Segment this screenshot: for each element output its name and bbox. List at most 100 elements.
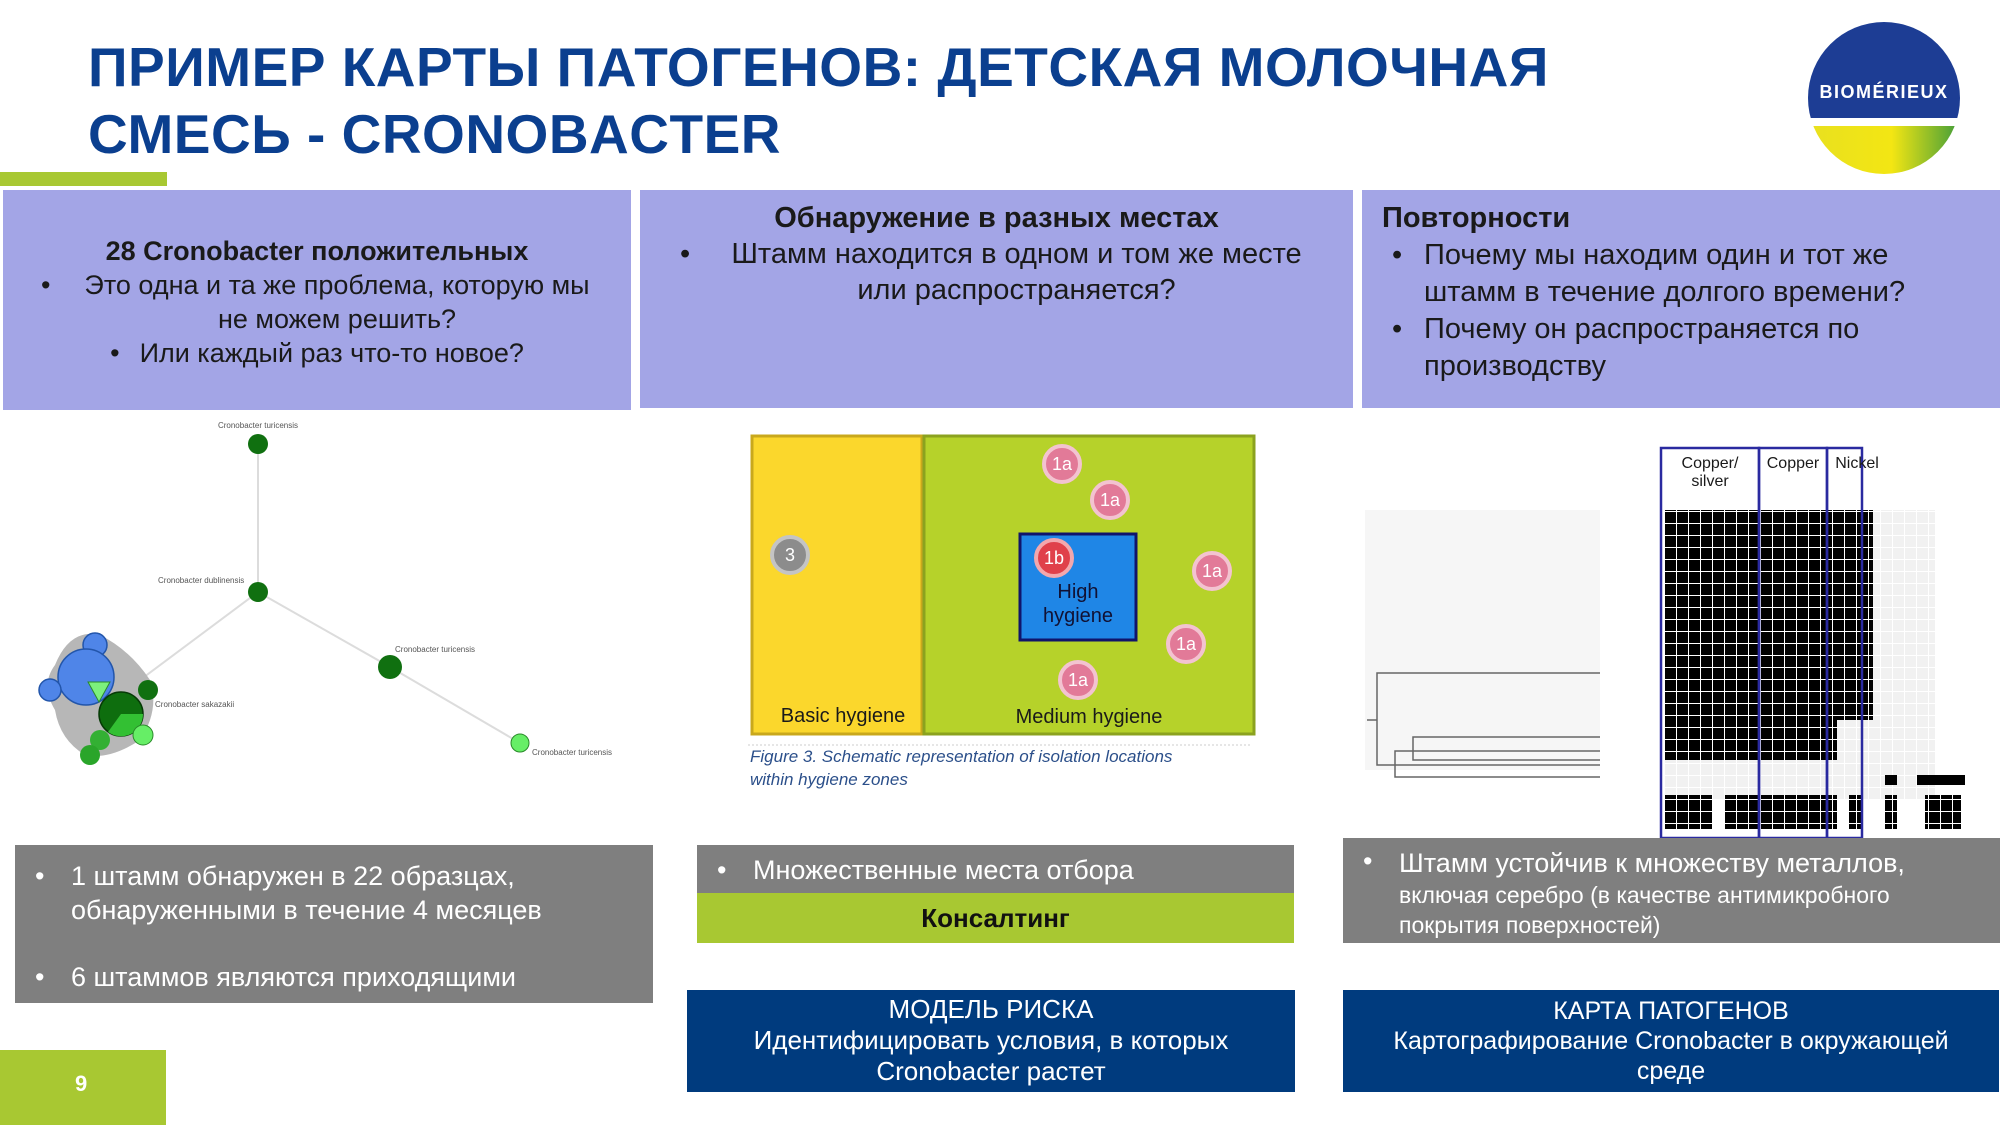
slide-title-line2: СМЕСЬ - CRONOBACTER	[88, 103, 781, 165]
bottom-right-line2: включая серебро (в качестве антимикробно…	[1399, 882, 1890, 908]
svg-text:1a: 1a	[1202, 561, 1223, 581]
col-label-copper-silver-1: Copper/	[1682, 455, 1739, 472]
panel-middle: Обнаружение в разных местах •Штамм наход…	[640, 190, 1353, 408]
network-label-4: Cronobacter sakazakii	[155, 700, 234, 709]
bottom-right-bullet: • Штамм устойчив к множеству металлов, в…	[1363, 846, 1990, 940]
bottom-middle-box: • Множественные места отбора	[697, 845, 1294, 893]
node	[138, 680, 158, 700]
heatmap-block	[1665, 510, 1837, 760]
network-label-2: Cronobacter dublinensis	[158, 576, 244, 585]
figure-caption-line2: within hygiene zones	[750, 770, 908, 789]
bottom-middle-bullet: • Множественные места отбора	[717, 855, 1134, 885]
network-label-5: Cronobacter turicensis	[532, 748, 612, 757]
col-label-copper: Copper	[1767, 455, 1820, 472]
medium-hygiene-label: Medium hygiene	[1016, 706, 1163, 728]
node	[248, 582, 268, 602]
marker-1a: 1a	[1166, 624, 1206, 664]
node	[248, 434, 268, 454]
node	[510, 733, 530, 753]
heatmap-block	[1665, 795, 1713, 829]
panel-middle-bullet-1-text: Штамм находится в одном и том же месте и…	[731, 238, 1302, 306]
consulting-bar: Консалтинг	[697, 893, 1294, 943]
marker-1a: 1a	[1042, 444, 1082, 484]
panel-left-bullet-2: •Или каждый раз что-то новое?	[110, 338, 524, 368]
node	[80, 745, 100, 765]
heatmap-block	[1917, 775, 1965, 785]
marker-1a: 1a	[1192, 551, 1232, 591]
bottom-left-bullet-1: • 1 штамм обнаружен в 22 образцах, обнар…	[35, 859, 643, 927]
figure-caption-line1: Figure 3. Schematic representation of is…	[750, 747, 1173, 766]
node	[87, 681, 111, 704]
marker-1a: 1a	[1090, 480, 1130, 520]
dendrogram	[1367, 672, 1600, 778]
bottom-left-bullet-1-line1: 1 штамм обнаружен в 22 образцах,	[71, 861, 515, 891]
bottom-left-bullet-2-text: 6 штаммов являются приходящими	[71, 962, 516, 992]
col-label-nickel: Nickel	[1835, 455, 1879, 472]
panel-right-heading: Повторности	[1382, 202, 1571, 234]
bottom-right-line3: покрытия поверхностей)	[1399, 912, 1661, 938]
heatmap-block	[1849, 795, 1861, 829]
slide-title-line1: ПРИМЕР КАРТЫ ПАТОГЕНОВ: ДЕТСКАЯ МОЛОЧНАЯ	[88, 36, 1549, 98]
high-hygiene-zone	[1018, 532, 1138, 642]
panel-middle-heading: Обнаружение в разных местах	[774, 202, 1219, 234]
high-hygiene-label-2: hygiene	[1043, 605, 1113, 627]
risk-model-line3: Cronobacter растет	[876, 1056, 1106, 1086]
high-hygiene-label-1: High	[1057, 581, 1098, 603]
slide-title: ПРИМЕР КАРТЫ ПАТОГЕНОВ: ДЕТСКАЯ МОЛОЧНАЯ…	[88, 34, 1588, 168]
marker-3: 3	[770, 535, 810, 575]
panel-left: 28 Cronobacter положительных •Это одна и…	[3, 190, 631, 410]
risk-model-line1: МОДЕЛЬ РИСКА	[888, 994, 1094, 1024]
panel-right-bullets: Почему мы находим один и тот же штамм в …	[1382, 237, 1980, 385]
marker-1b: 1b	[1034, 538, 1074, 578]
logo-text: BIOMÉRIEUX	[1819, 81, 1948, 102]
marker-1a: 1a	[1058, 660, 1098, 700]
bottom-left-bullet-2: • 6 штаммов являются приходящими	[35, 962, 516, 992]
heatmap-block	[1925, 795, 1961, 829]
bottom-middle-bullet-text: Множественные места отбора	[753, 855, 1134, 885]
pathogen-map-line3: среде	[1636, 1057, 1706, 1085]
pathogen-map-box: КАРТА ПАТОГЕНОВ Картографирование Cronob…	[1343, 990, 1999, 1092]
pathogen-map-line2: Картографирование Cronobacter в окружающ…	[1393, 1027, 1949, 1055]
panel-left-bullet-1-text: Это одна и та же проблема, которую мы не…	[84, 270, 590, 334]
svg-text:1a: 1a	[1068, 670, 1089, 690]
network-label-1: Cronobacter turicensis	[218, 421, 298, 430]
bottom-left-bullet-1-line2: обнаруженными в течение 4 месяцев	[71, 895, 542, 925]
node	[132, 724, 154, 746]
network-label-3: Cronobacter turicensis	[395, 645, 475, 654]
dendrogram-area	[1365, 510, 1600, 770]
panel-right-bullet-2: Почему он распространяется по производст…	[1382, 311, 1980, 385]
heatmap-block	[1837, 510, 1873, 720]
bottom-right-line1: Штамм устойчив к множеству металлов,	[1399, 848, 1905, 878]
col-label-copper-silver-2: silver	[1691, 473, 1729, 490]
panel-middle-bullet-1: •Штамм находится в одном и том же месте …	[680, 238, 1302, 306]
svg-text:1b: 1b	[1044, 548, 1064, 568]
network-graph: Cronobacter turicensis Cronobacter dubli…	[38, 421, 612, 765]
node	[90, 730, 110, 750]
biomerieux-logo: BIOMÉRIEUX	[1808, 22, 1960, 174]
risk-model-box: МОДЕЛЬ РИСКА Идентифицировать условия, в…	[687, 990, 1295, 1092]
svg-text:1a: 1a	[1052, 454, 1073, 474]
panel-right: Повторности Почему мы находим один и тот…	[1362, 190, 2000, 408]
bottom-right-box: • Штамм устойчив к множеству металлов, в…	[1343, 838, 2000, 943]
panel-left-bullet-2-text: Или каждый раз что-то новое?	[139, 338, 524, 368]
node	[378, 655, 402, 679]
node	[38, 678, 62, 702]
basic-hygiene-label: Basic hygiene	[781, 705, 906, 727]
svg-text:3: 3	[785, 545, 795, 565]
risk-model-line2: Идентифицировать условия, в которых	[753, 1025, 1229, 1055]
svg-text:1a: 1a	[1176, 634, 1197, 654]
heatmap-block	[1725, 795, 1837, 829]
heatmap-block	[1885, 775, 1897, 785]
hygiene-zones-figure: Basic hygiene Medium hygiene High hygien…	[748, 434, 1256, 789]
accent-bar	[0, 172, 167, 186]
basic-hygiene-zone	[750, 434, 924, 736]
metals-resistance-figure: Copper/ silver Copper Nickel	[1365, 446, 1965, 840]
panel-right-bullet-1: Почему мы находим один и тот же штамм в …	[1382, 237, 1980, 311]
node	[57, 648, 115, 706]
panel-left-heading: 28 Cronobacter положительных	[105, 236, 529, 266]
heatmap-block	[1885, 795, 1897, 829]
pathogen-map-line1: КАРТА ПАТОГЕНОВ	[1553, 997, 1789, 1025]
bottom-left-box: • 1 штамм обнаружен в 22 образцах, обнар…	[15, 845, 653, 1003]
svg-text:1a: 1a	[1100, 490, 1121, 510]
page-number: 9	[0, 1050, 166, 1125]
